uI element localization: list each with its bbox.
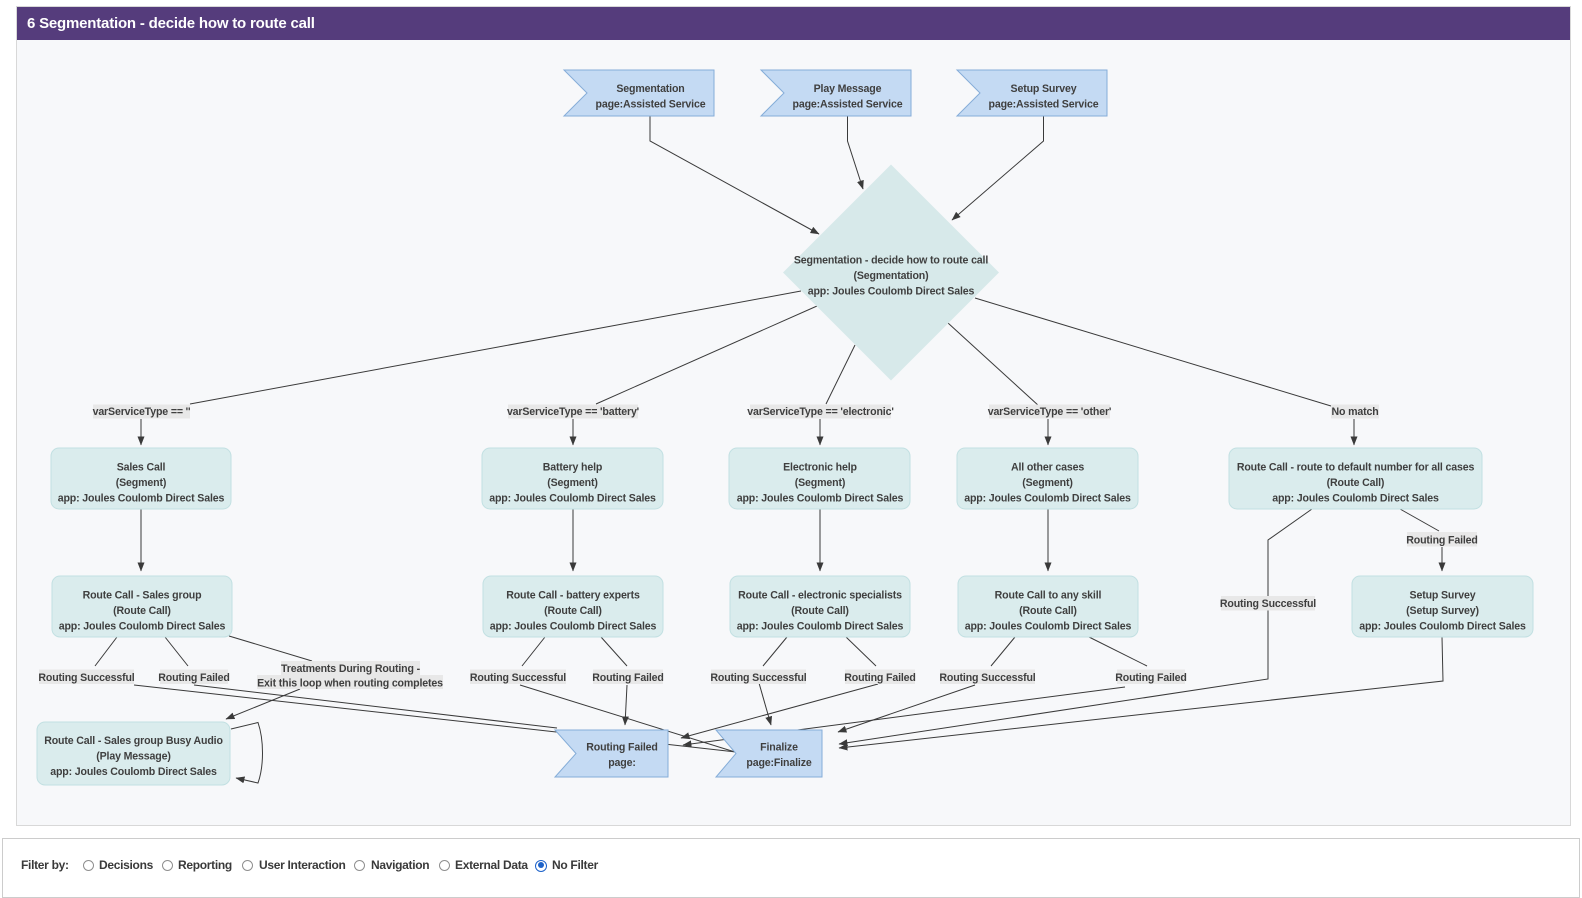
svg-text:No match: No match [1331,406,1378,418]
svg-text:Treatments During Routing -: Treatments During Routing - [281,663,421,675]
svg-text:Routing Failed: Routing Failed [1406,535,1477,547]
svg-text:Play Message: Play Message [814,83,882,95]
svg-text:(Route Call): (Route Call) [791,605,849,617]
svg-text:app: Joules Coulomb Direct Sal: app: Joules Coulomb Direct Sales [965,621,1132,633]
svg-text:Route Call - Sales group: Route Call - Sales group [83,590,203,602]
svg-text:varServiceType == 'other': varServiceType == 'other' [988,406,1112,418]
svg-text:app: Joules Coulomb Direct Sal: app: Joules Coulomb Direct Sales [58,493,225,505]
svg-text:Route Call - route to default: Route Call - route to default number for… [1237,462,1475,474]
svg-text:Route Call - electronic specia: Route Call - electronic specialists [738,590,902,602]
svg-text:Routing Failed: Routing Failed [592,672,663,684]
svg-text:app: Joules Coulomb Direct Sal: app: Joules Coulomb Direct Sales [50,766,217,778]
svg-text:All other cases: All other cases [1011,462,1084,474]
svg-text:app: Joules Coulomb Direct Sal: app: Joules Coulomb Direct Sales [737,621,904,633]
svg-text:Routing Failed: Routing Failed [158,672,229,684]
svg-text:(Segment): (Segment) [1022,477,1072,489]
svg-text:Exit this loop when routing co: Exit this loop when routing completes [257,678,443,690]
svg-text:app: Joules Coulomb Direct Sal: app: Joules Coulomb Direct Sales [489,493,656,505]
svg-text:varServiceType == 'electronic': varServiceType == 'electronic' [747,406,893,418]
svg-text:varServiceType == '': varServiceType == '' [93,406,191,418]
svg-text:app: Joules Coulomb Direct Sal: app: Joules Coulomb Direct Sales [964,493,1131,505]
svg-text:Segmentation: Segmentation [616,83,684,95]
svg-text:app: Joules Coulomb Direct Sal: app: Joules Coulomb Direct Sales [808,286,975,298]
svg-text:page:Finalize: page:Finalize [746,757,811,769]
svg-text:(Segment): (Segment) [795,477,845,489]
svg-text:(Route Call): (Route Call) [544,605,602,617]
svg-text:Setup Survey: Setup Survey [1410,590,1476,602]
svg-text:Routing Successful: Routing Successful [1220,598,1316,610]
svg-text:Routing Successful: Routing Successful [939,672,1035,684]
svg-text:Setup Survey: Setup Survey [1011,83,1077,95]
svg-text:Routing Successful: Routing Successful [470,672,566,684]
svg-text:app: Joules Coulomb Direct Sal: app: Joules Coulomb Direct Sales [737,493,904,505]
svg-text:Route Call to any skill: Route Call to any skill [995,590,1102,602]
svg-text:Routing Failed: Routing Failed [844,672,915,684]
svg-text:page:: page: [608,757,636,769]
svg-text:Routing Successful: Routing Successful [710,672,806,684]
svg-text:(Route Call): (Route Call) [1019,605,1077,617]
svg-text:Battery help: Battery help [543,462,603,474]
svg-text:page:Assisted Service: page:Assisted Service [793,99,903,111]
svg-text:varServiceType == 'battery': varServiceType == 'battery' [507,406,639,418]
svg-text:Routing Successful: Routing Successful [38,672,134,684]
svg-text:Route Call - Sales group Busy: Route Call - Sales group Busy Audio [44,735,223,747]
svg-text:(Segment): (Segment) [116,477,166,489]
svg-text:(Segment): (Segment) [547,477,597,489]
svg-text:page:Assisted Service: page:Assisted Service [989,99,1099,111]
svg-text:app: Joules Coulomb Direct Sal: app: Joules Coulomb Direct Sales [1359,621,1526,633]
svg-text:(Route Call): (Route Call) [113,605,171,617]
svg-text:Electronic help: Electronic help [783,462,857,474]
svg-text:app: Joules Coulomb Direct Sal: app: Joules Coulomb Direct Sales [59,621,226,633]
svg-text:page:Assisted Service: page:Assisted Service [596,99,706,111]
svg-text:Segmentation - decide how to r: Segmentation - decide how to route call [794,255,988,267]
svg-text:Sales Call: Sales Call [117,462,166,474]
svg-text:(Route Call): (Route Call) [1327,477,1385,489]
svg-text:Routing Failed: Routing Failed [1115,672,1186,684]
svg-text:Finalize: Finalize [760,742,798,754]
svg-text:Route Call - battery experts: Route Call - battery experts [506,590,640,602]
svg-text:(Segmentation): (Segmentation) [854,270,929,282]
svg-text:Routing Failed: Routing Failed [586,742,657,754]
svg-text:(Setup Survey): (Setup Survey) [1406,605,1479,617]
svg-text:app: Joules Coulomb Direct Sal: app: Joules Coulomb Direct Sales [490,621,657,633]
svg-text:app: Joules Coulomb Direct Sal: app: Joules Coulomb Direct Sales [1272,493,1439,505]
svg-text:(Play Message): (Play Message) [96,751,170,763]
